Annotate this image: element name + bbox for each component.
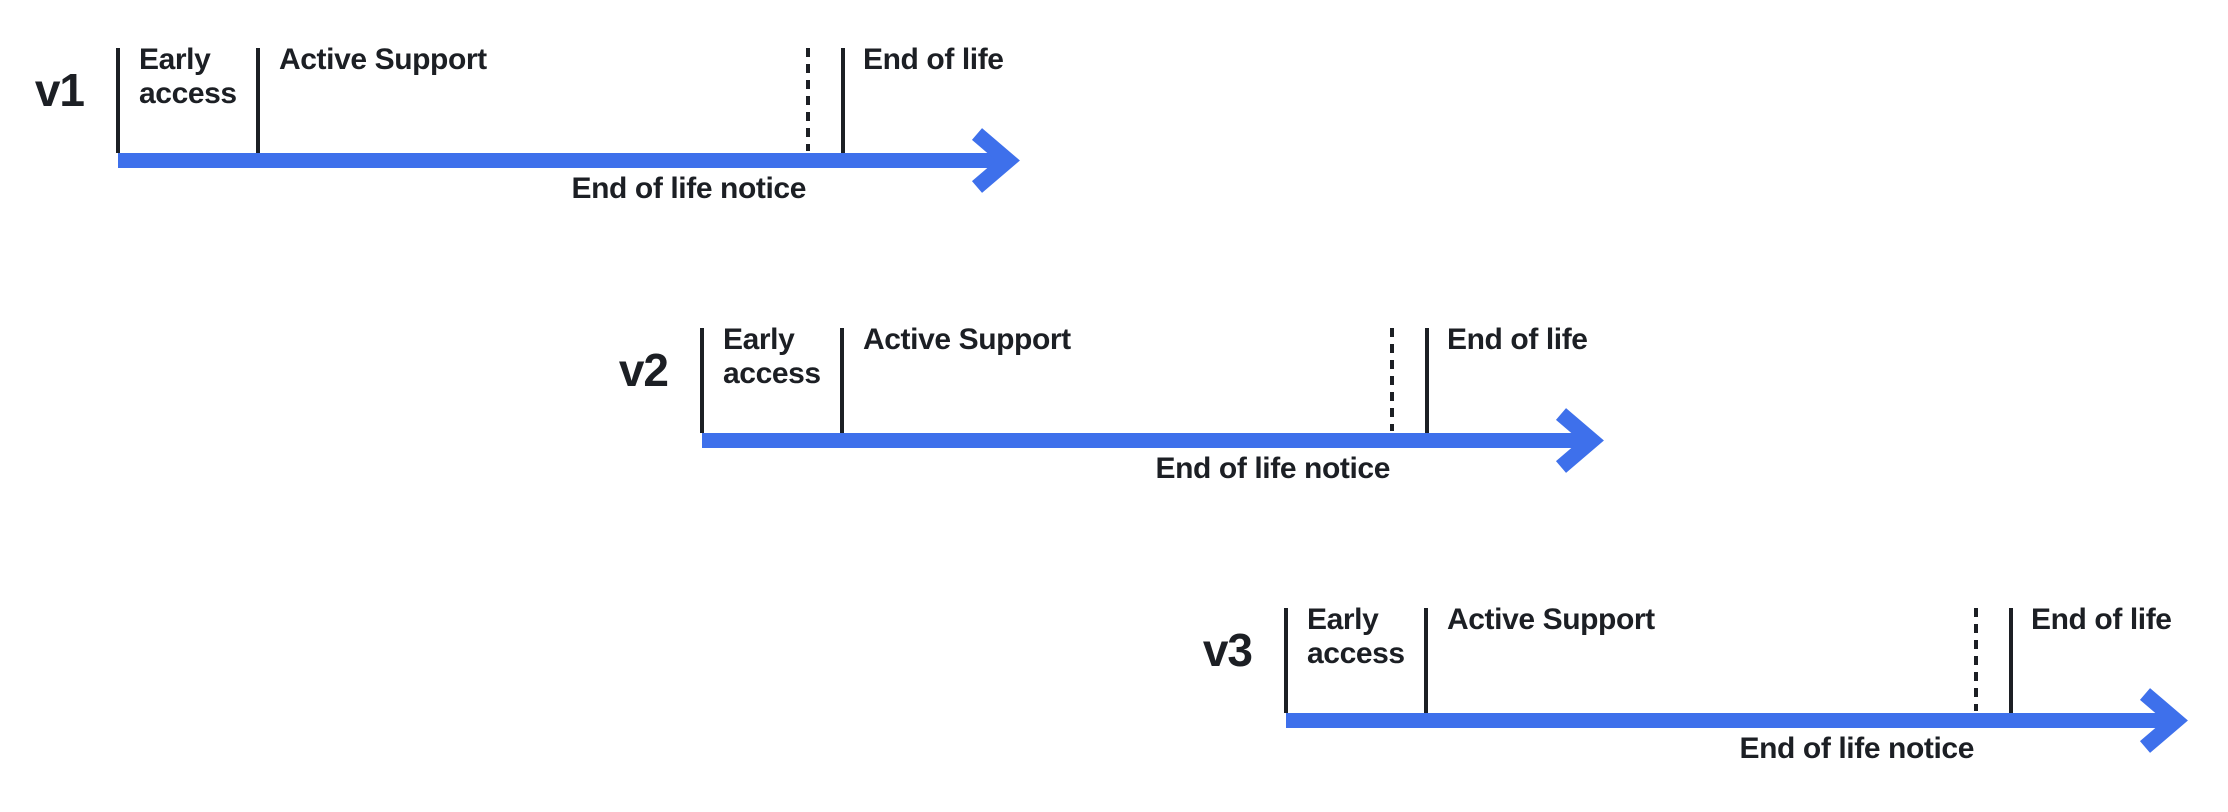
timeline-graphic: [116, 48, 1020, 193]
timeline-arrowhead-icon: [971, 128, 1020, 193]
end-of-life-label: End of life: [1447, 323, 1588, 356]
end-of-life-notice-label: End of life notice: [1739, 732, 1975, 765]
version-label: v1: [34, 64, 85, 116]
active-support-label: Active Support: [279, 43, 487, 76]
timeline-row-v1: v1 Early access Active Support End of li…: [0, 0, 1200, 220]
timeline-row-v2: v2 Early access Active Support End of li…: [584, 280, 1784, 500]
end-of-life-label: End of life: [863, 43, 1004, 76]
end-of-life-notice-label: End of life notice: [571, 172, 807, 205]
end-of-life-notice-label: End of life notice: [1155, 452, 1391, 485]
early-access-label: Early access: [1307, 603, 1405, 670]
active-support-label: Active Support: [1447, 603, 1655, 636]
timeline-graphic: [1284, 608, 2188, 753]
early-access-label: Early access: [723, 323, 821, 390]
early-access-label: Early access: [139, 43, 237, 110]
timeline-graphic: [700, 328, 1604, 473]
version-label: v2: [618, 344, 669, 396]
timeline-arrowhead-icon: [2139, 688, 2188, 753]
timeline-arrowhead-icon: [1555, 408, 1604, 473]
active-support-label: Active Support: [863, 323, 1071, 356]
end-of-life-label: End of life: [2031, 603, 2172, 636]
timeline-row-v3: v3 Early access Active Support End of li…: [1168, 560, 2228, 780]
version-label: v3: [1202, 624, 1253, 676]
